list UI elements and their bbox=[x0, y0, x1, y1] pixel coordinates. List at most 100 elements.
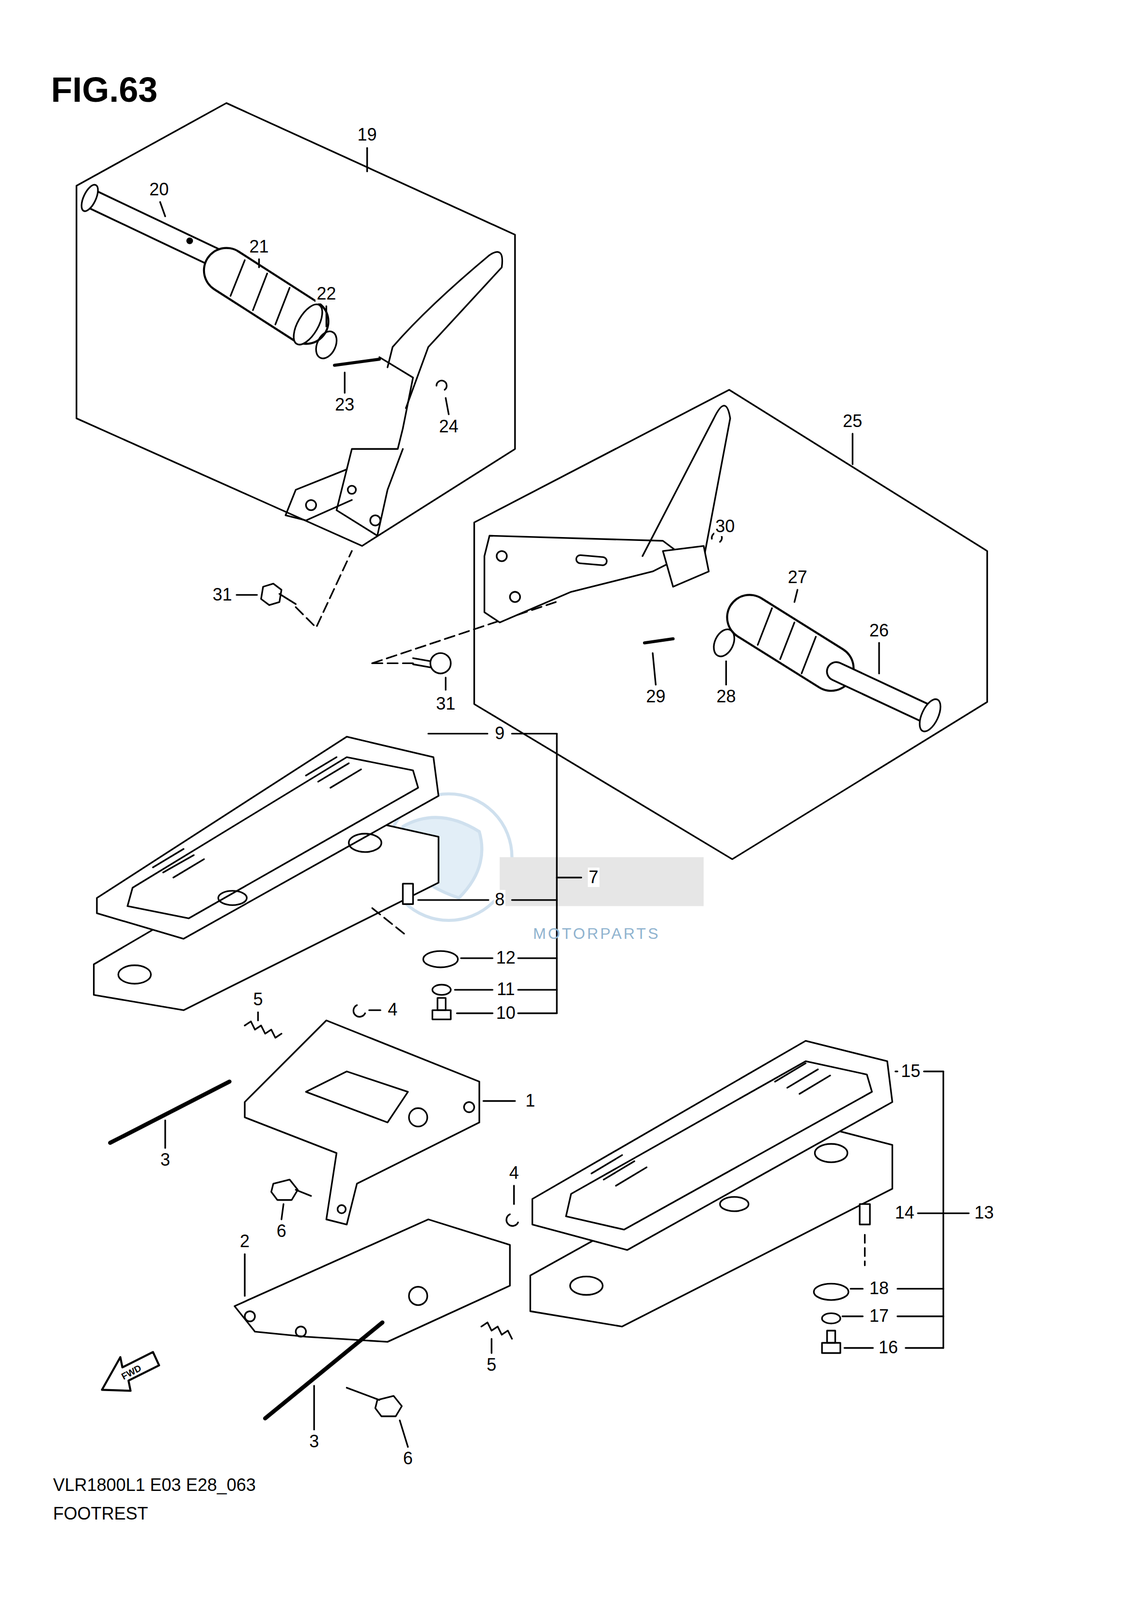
callout-number: 15 bbox=[899, 1061, 922, 1081]
drawing-polygon bbox=[432, 1009, 451, 1020]
callout-number: 10 bbox=[495, 1003, 517, 1023]
callout-number: 24 bbox=[438, 416, 460, 437]
callout-number: 3 bbox=[159, 1149, 172, 1170]
drawing-line bbox=[878, 642, 880, 674]
callout-number: 6 bbox=[402, 1448, 414, 1468]
drawing-circle bbox=[347, 485, 357, 494]
callout-number: 4 bbox=[508, 1163, 520, 1183]
floorboard-bracket bbox=[244, 1020, 480, 1225]
drawing-line bbox=[836, 671, 928, 714]
drawing-circle bbox=[408, 1107, 428, 1127]
drawing-path bbox=[662, 545, 709, 587]
drawing-line bbox=[258, 259, 260, 268]
drawing-line bbox=[897, 1287, 944, 1290]
washer bbox=[423, 950, 458, 968]
drawing-circle bbox=[430, 652, 451, 674]
callout-number: 13 bbox=[973, 1202, 995, 1223]
drawing-path bbox=[532, 1040, 893, 1250]
callout-number: 16 bbox=[877, 1337, 899, 1357]
drawing-path bbox=[387, 251, 503, 409]
drawing-line bbox=[924, 1070, 944, 1072]
bolt bbox=[346, 1387, 403, 1416]
drawing-line bbox=[445, 397, 449, 415]
floorboard bbox=[530, 1040, 893, 1326]
bolt bbox=[859, 1203, 870, 1225]
washer bbox=[813, 1283, 849, 1300]
drawing-line bbox=[780, 622, 795, 660]
drawing-rect bbox=[437, 997, 446, 1010]
drawing-line bbox=[836, 671, 928, 714]
callout-number: 20 bbox=[148, 179, 170, 200]
drawing-path bbox=[153, 756, 362, 878]
drawing-path bbox=[484, 535, 684, 623]
drawing-path bbox=[372, 908, 409, 937]
grip bbox=[749, 608, 832, 674]
drawing-circle bbox=[370, 515, 381, 526]
drawing-ellipse bbox=[118, 965, 151, 984]
drawing-path bbox=[372, 601, 556, 663]
drawing-line bbox=[917, 1211, 969, 1214]
bolt bbox=[261, 583, 297, 605]
drawing-path bbox=[591, 1063, 831, 1186]
diagram-code: FOOTREST bbox=[52, 1504, 148, 1523]
callout-number: 14 bbox=[894, 1202, 916, 1223]
drawing-line bbox=[252, 273, 268, 311]
drawing-path bbox=[566, 1060, 872, 1229]
figure-title: FIG.63 bbox=[50, 72, 158, 108]
drawing-line bbox=[757, 608, 772, 645]
drawing-line bbox=[344, 372, 346, 393]
callout-number: 7 bbox=[587, 867, 600, 887]
callout-number: 25 bbox=[841, 411, 864, 431]
clip bbox=[436, 380, 447, 390]
drawing-line bbox=[905, 1346, 944, 1349]
drawing-line bbox=[243, 1253, 246, 1296]
drawing-line bbox=[418, 898, 489, 901]
drawing-path bbox=[305, 1070, 408, 1122]
callout-number: 17 bbox=[868, 1305, 890, 1326]
callout-number: 1 bbox=[524, 1090, 536, 1111]
drawing-line bbox=[455, 988, 493, 991]
bolt bbox=[412, 652, 451, 674]
drawing-rect bbox=[402, 883, 413, 904]
callout-number: 31 bbox=[211, 584, 234, 605]
drawing-line bbox=[942, 1070, 944, 1348]
drawing-line bbox=[444, 677, 447, 690]
drawing-line bbox=[794, 589, 798, 602]
grip bbox=[226, 260, 329, 349]
floorboard-bracket bbox=[234, 1219, 510, 1342]
callout-number: 28 bbox=[715, 686, 737, 707]
drawing-circle bbox=[295, 1326, 306, 1337]
drawing-polygon bbox=[261, 583, 282, 605]
callout-number: 8 bbox=[493, 889, 506, 910]
drawing-line bbox=[94, 200, 215, 258]
pivot-pin bbox=[110, 1081, 230, 1143]
drawing-ellipse bbox=[915, 695, 945, 735]
drawing-path bbox=[234, 1219, 510, 1342]
drawing-circle bbox=[496, 550, 507, 562]
drawing-path bbox=[96, 736, 439, 939]
peg-bracket bbox=[285, 251, 503, 536]
drawing-ellipse bbox=[720, 1196, 749, 1211]
drawing-circle bbox=[305, 500, 316, 511]
callout-number: 2 bbox=[238, 1231, 251, 1251]
e-clip bbox=[353, 1005, 365, 1017]
callout-number: 6 bbox=[275, 1221, 288, 1241]
drawing-line bbox=[850, 1287, 863, 1290]
drawing-circle bbox=[408, 1286, 428, 1305]
drawing-circle bbox=[337, 1204, 346, 1213]
drawing-line bbox=[518, 1012, 557, 1014]
drawing-line bbox=[864, 1234, 866, 1265]
drawing-line bbox=[456, 1012, 493, 1014]
drawing-ellipse bbox=[287, 299, 329, 349]
watermark: MOTORPARTS bbox=[533, 925, 661, 942]
drawing-line bbox=[460, 957, 493, 959]
drawing-line bbox=[230, 260, 245, 297]
drawing-path bbox=[412, 658, 431, 668]
drawing-line bbox=[518, 957, 557, 959]
bolt bbox=[271, 1179, 312, 1200]
drawing-line bbox=[94, 200, 215, 258]
callout-number: 5 bbox=[485, 1354, 498, 1375]
callout-number: 22 bbox=[315, 283, 337, 304]
washer bbox=[432, 984, 451, 995]
